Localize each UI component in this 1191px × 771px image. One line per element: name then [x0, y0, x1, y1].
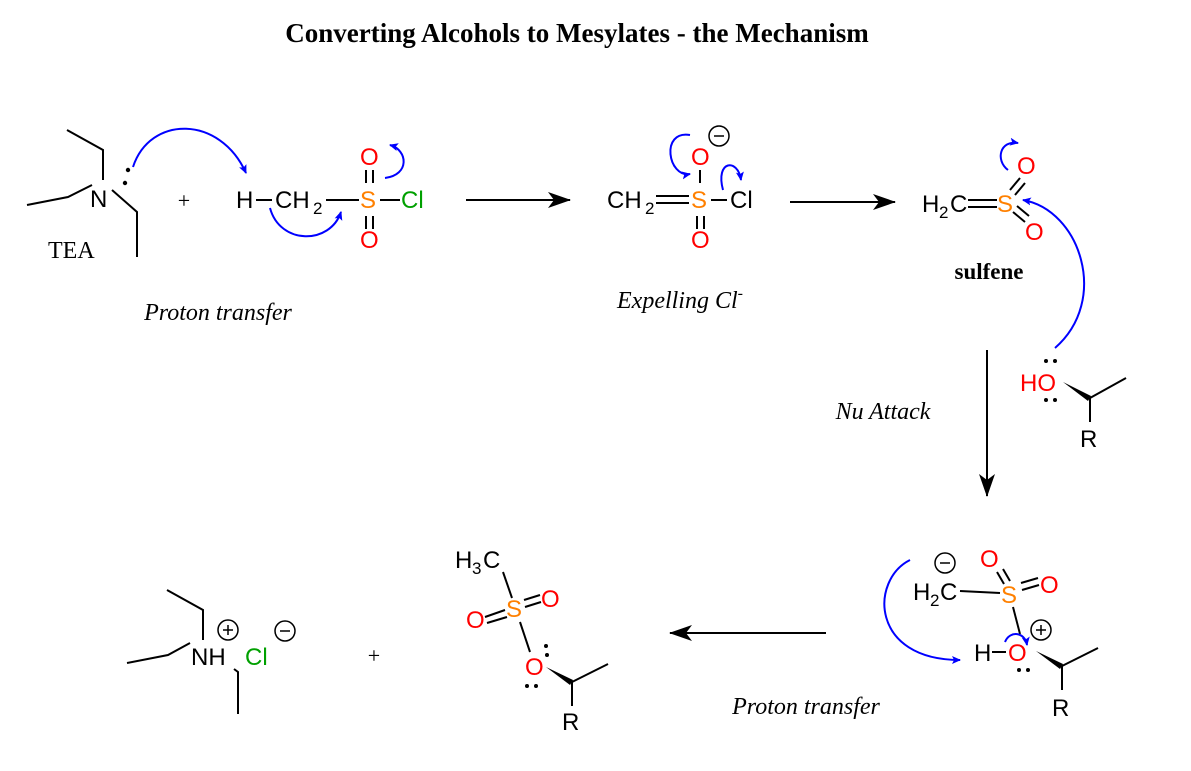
step-caption: Nu Attack: [835, 399, 931, 425]
subscript-2: 2: [939, 203, 948, 222]
sulfur-atom: S: [997, 191, 1013, 218]
plus-sign: +: [368, 643, 380, 668]
curved-arrow: [883, 559, 961, 664]
step-caption: Expelling Cl-: [616, 285, 743, 314]
sulfene-label: sulfene: [955, 259, 1024, 284]
curved-arrow: [669, 133, 691, 180]
curved-arrow: [720, 164, 744, 191]
oxygen-atom: O: [691, 144, 710, 171]
chlorine-atom: Cl: [401, 187, 424, 214]
sulfur-atom: S: [1001, 582, 1017, 609]
oxygen-atom: O: [1025, 219, 1044, 246]
lone-pair-dot: [122, 180, 128, 186]
sulfur-atom: S: [506, 596, 522, 623]
ammonium-group: NH: [191, 644, 226, 671]
carbon-atom: C: [940, 579, 957, 606]
carbon-atom: C: [950, 191, 967, 218]
oxygen-atom: O: [1017, 153, 1036, 180]
hydrogen-atom: H: [236, 187, 253, 214]
oxygen-atom: O: [525, 654, 544, 681]
oxygen-atom: O: [360, 144, 379, 171]
triethylammonium-chloride: NH Cl: [126, 589, 296, 714]
curved-arrow: [1022, 197, 1086, 349]
sulfur-atom: S: [691, 187, 707, 214]
hydrogen-atom: H: [922, 191, 939, 218]
curved-arrow: [132, 127, 247, 174]
r-group: R: [562, 709, 579, 736]
curved-arrow: [999, 137, 1019, 171]
oxygen-atom: O: [360, 227, 379, 254]
step-caption: Proton transfer: [731, 694, 880, 720]
r-group: R: [1080, 426, 1097, 453]
subscript-2: 2: [930, 591, 939, 610]
mesyl-chloride: H CH 2 S Cl O O: [236, 144, 424, 254]
nitrogen-atom: N: [90, 186, 107, 213]
oxygen-atom: O: [691, 227, 710, 254]
sulfene: H 2 C S O O sulfene: [922, 153, 1044, 284]
oxygen-atom: O: [1008, 640, 1027, 667]
tea-label: TEA: [48, 238, 95, 264]
alcohol: HO R: [1020, 359, 1127, 453]
oxygen-atom: O: [466, 607, 485, 634]
oxygen-atom: O: [980, 546, 999, 573]
oxygen-atom: O: [541, 586, 560, 613]
triethylamine: N TEA: [26, 129, 138, 264]
hydrogen-atom: H: [455, 547, 472, 574]
ch2-group: CH: [607, 187, 642, 214]
chloride-ion: Cl: [245, 644, 268, 671]
oxygen-atom: O: [1040, 572, 1059, 599]
mesylate-product: H 3 C S O O O R: [455, 547, 609, 736]
curved-arrow: [269, 207, 343, 238]
hydrogen-atom: H: [974, 640, 991, 667]
negative-charge: [708, 125, 730, 147]
sulfur-atom: S: [360, 187, 376, 214]
chlorine-atom: Cl: [730, 187, 753, 214]
curved-arrow: [384, 143, 405, 179]
r-group: R: [1052, 695, 1069, 722]
page-title: Converting Alcohols to Mesylates - the M…: [285, 18, 869, 48]
ch2-group: CH: [275, 187, 310, 214]
step-caption: Proton transfer: [143, 300, 292, 326]
subscript-3: 3: [472, 559, 481, 578]
hydroxyl-group: HO: [1020, 370, 1056, 397]
oxonium-intermediate: H 2 C S O O H O R: [913, 546, 1099, 722]
lone-pair-dot: [125, 167, 131, 173]
carbon-atom: C: [483, 547, 500, 574]
carbanion-intermediate: CH 2 S Cl O O: [607, 125, 753, 254]
hydrogen-atom: H: [913, 579, 930, 606]
plus-sign: +: [178, 188, 190, 213]
subscript-2: 2: [645, 199, 654, 218]
curved-arrow: [1004, 633, 1030, 646]
subscript-2: 2: [313, 199, 322, 218]
